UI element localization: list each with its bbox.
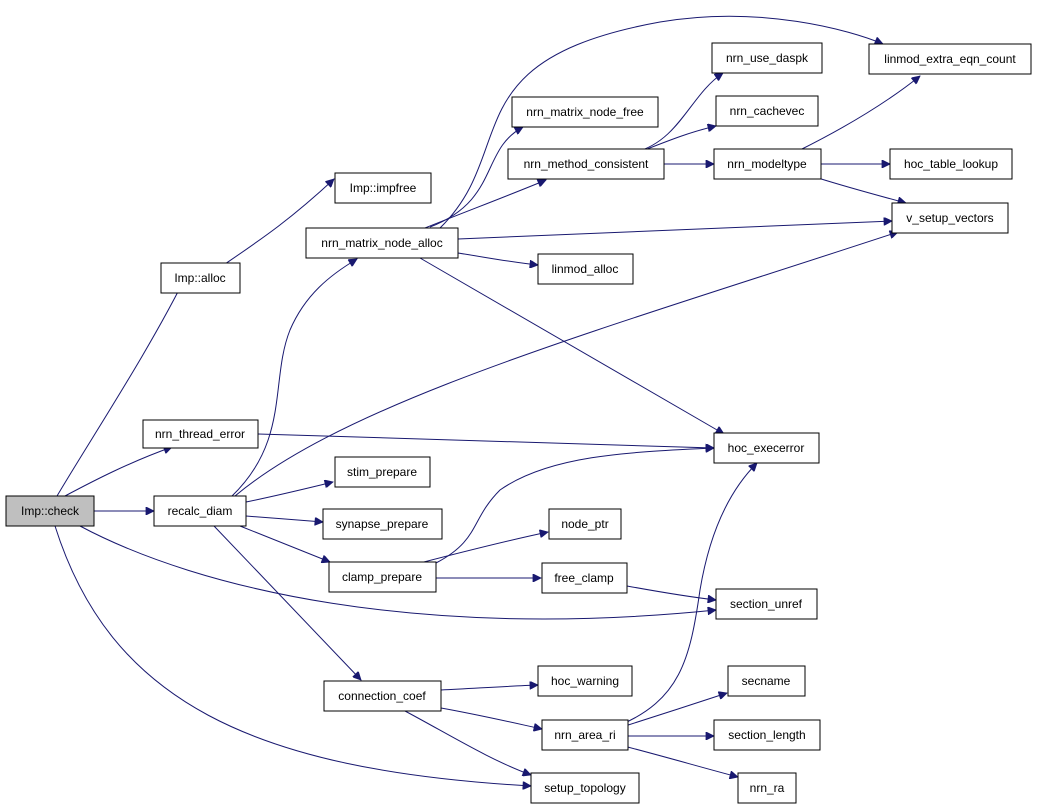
edge-nrn-matrix-node-alloc-to-linmod-alloc bbox=[457, 252, 538, 265]
node-setup-topology[interactable]: setup_topology bbox=[530, 772, 640, 804]
node-synapse-prepare[interactable]: synapse_prepare bbox=[322, 508, 443, 540]
node-hoc-warning[interactable]: hoc_warning bbox=[537, 665, 633, 697]
node-label: section_unref bbox=[730, 597, 803, 611]
node-label: nrn_use_daspk bbox=[726, 51, 809, 65]
node-nrn-use-daspk[interactable]: nrn_use_daspk bbox=[711, 42, 823, 74]
edge-nrn-method-consistent-to-nrn-cachevec bbox=[641, 126, 716, 152]
node-label: hoc_warning bbox=[551, 674, 619, 688]
node-label: nrn_ra bbox=[750, 781, 785, 795]
node-label: hoc_table_lookup bbox=[904, 157, 998, 171]
node-label: v_setup_vectors bbox=[906, 211, 993, 225]
node-nrn-matrix-node-alloc[interactable]: nrn_matrix_node_alloc bbox=[305, 227, 459, 259]
node-label: hoc_execerror bbox=[728, 441, 805, 455]
edge-nrn-modeltype-to-linmod-extra-eqn-count bbox=[799, 76, 920, 151]
node-v-setup-vectors[interactable]: v_setup_vectors bbox=[891, 202, 1009, 234]
edge-recalc-diam-to-clamp-prepare bbox=[239, 525, 330, 562]
node-hoc-table-lookup[interactable]: hoc_table_lookup bbox=[889, 148, 1013, 180]
node-label: linmod_extra_eqn_count bbox=[884, 52, 1016, 66]
edge-nrn-area-ri-to-hoc-execerror bbox=[617, 463, 757, 727]
node-nrn-area-ri[interactable]: nrn_area_ri bbox=[541, 719, 629, 751]
edge-nrn-matrix-node-alloc-to-hoc-execerror bbox=[419, 257, 724, 434]
node-label: node_ptr bbox=[561, 517, 608, 531]
edge-connection-coef-to-nrn-area-ri bbox=[440, 707, 542, 729]
edge-recalc-diam-to-stim-prepare bbox=[245, 482, 333, 503]
node-recalc-diam[interactable]: recalc_diam bbox=[153, 495, 247, 527]
node-label: connection_coef bbox=[338, 689, 426, 703]
node-imp-check[interactable]: Imp::check bbox=[5, 495, 95, 527]
edge-imp-check-to-nrn-thread-error bbox=[64, 447, 172, 497]
edge-recalc-diam-to-nrn-matrix-node-alloc bbox=[231, 259, 357, 497]
node-label: Imp::check bbox=[21, 504, 80, 518]
edge-nrn-modeltype-to-v-setup-vectors bbox=[817, 177, 906, 203]
node-label: nrn_matrix_node_alloc bbox=[321, 236, 442, 250]
node-label: stim_prepare bbox=[347, 465, 417, 479]
edge-recalc-diam-to-connection-coef bbox=[213, 525, 361, 680]
node-linmod-extra-eqn-count[interactable]: linmod_extra_eqn_count bbox=[868, 43, 1032, 75]
node-label: nrn_area_ri bbox=[554, 728, 615, 742]
node-linmod-alloc[interactable]: linmod_alloc bbox=[537, 253, 634, 285]
edge-connection-coef-to-setup-topology bbox=[404, 710, 531, 775]
edge-imp-alloc-to-imp-impfree bbox=[224, 179, 334, 265]
edge-nrn-matrix-node-alloc-to-linmod-extra-eqn-count bbox=[439, 15, 883, 229]
node-imp-alloc[interactable]: Imp::alloc bbox=[160, 262, 241, 294]
node-label: clamp_prepare bbox=[342, 570, 422, 584]
edge-imp-check-to-imp-alloc bbox=[56, 268, 190, 497]
node-free-clamp[interactable]: free_clamp bbox=[541, 562, 628, 594]
node-label: nrn_modeltype bbox=[727, 157, 807, 171]
node-section-unref[interactable]: section_unref bbox=[715, 588, 818, 620]
edge-free-clamp-to-section-unref bbox=[626, 585, 716, 600]
node-imp-impfree[interactable]: Imp::impfree bbox=[334, 172, 432, 204]
edge-clamp-prepare-to-hoc-execerror bbox=[435, 448, 714, 564]
node-label: setup_topology bbox=[544, 781, 625, 795]
edge-imp-check-to-setup-topology bbox=[54, 525, 531, 786]
node-nrn-method-consistent[interactable]: nrn_method_consistent bbox=[507, 148, 665, 180]
node-label: linmod_alloc bbox=[552, 262, 619, 276]
node-label: nrn_matrix_node_free bbox=[526, 105, 644, 119]
node-nrn-matrix-node-free[interactable]: nrn_matrix_node_free bbox=[511, 96, 659, 128]
edge-connection-coef-to-hoc-warning bbox=[440, 685, 538, 691]
edge-clamp-prepare-to-node-ptr bbox=[419, 532, 548, 564]
node-nrn-thread-error[interactable]: nrn_thread_error bbox=[142, 419, 259, 449]
node-label: recalc_diam bbox=[168, 504, 233, 518]
node-stim-prepare[interactable]: stim_prepare bbox=[334, 456, 431, 488]
node-clamp-prepare[interactable]: clamp_prepare bbox=[328, 561, 437, 593]
edge-imp-check-to-section-unref bbox=[79, 525, 716, 620]
node-label: Imp::impfree bbox=[350, 181, 417, 195]
node-nrn-ra[interactable]: nrn_ra bbox=[737, 772, 797, 804]
node-secname[interactable]: secname bbox=[727, 665, 806, 697]
node-label: free_clamp bbox=[554, 571, 614, 585]
edge-nrn-thread-error-to-hoc-execerror bbox=[257, 433, 714, 448]
edge-nrn-area-ri-to-secname bbox=[621, 693, 727, 728]
edge-recalc-diam-to-synapse-prepare bbox=[245, 515, 323, 522]
node-nrn-modeltype[interactable]: nrn_modeltype bbox=[713, 148, 822, 180]
node-node-ptr[interactable]: node_ptr bbox=[548, 508, 622, 540]
node-nrn-cachevec[interactable]: nrn_cachevec bbox=[715, 95, 819, 127]
node-hoc-execerror[interactable]: hoc_execerror bbox=[713, 432, 820, 464]
node-label: synapse_prepare bbox=[336, 517, 429, 531]
edge-nrn-matrix-node-alloc-to-v-setup-vectors bbox=[457, 221, 892, 240]
node-label: Imp::alloc bbox=[174, 271, 225, 285]
node-section-length[interactable]: section_length bbox=[713, 719, 821, 751]
node-label: nrn_method_consistent bbox=[524, 157, 649, 171]
edge-nrn-method-consistent-to-nrn-use-daspk bbox=[635, 73, 723, 153]
node-label: nrn_thread_error bbox=[155, 427, 245, 441]
node-label: nrn_cachevec bbox=[730, 104, 805, 118]
edge-nrn-area-ri-to-nrn-ra bbox=[619, 744, 738, 777]
edge-nrn-matrix-node-alloc-to-nrn-method-consistent bbox=[424, 180, 546, 229]
node-label: secname bbox=[742, 674, 791, 688]
node-connection-coef[interactable]: connection_coef bbox=[323, 680, 442, 712]
edge-recalc-diam-to-v-setup-vectors bbox=[234, 232, 898, 497]
node-label: section_length bbox=[728, 728, 805, 742]
